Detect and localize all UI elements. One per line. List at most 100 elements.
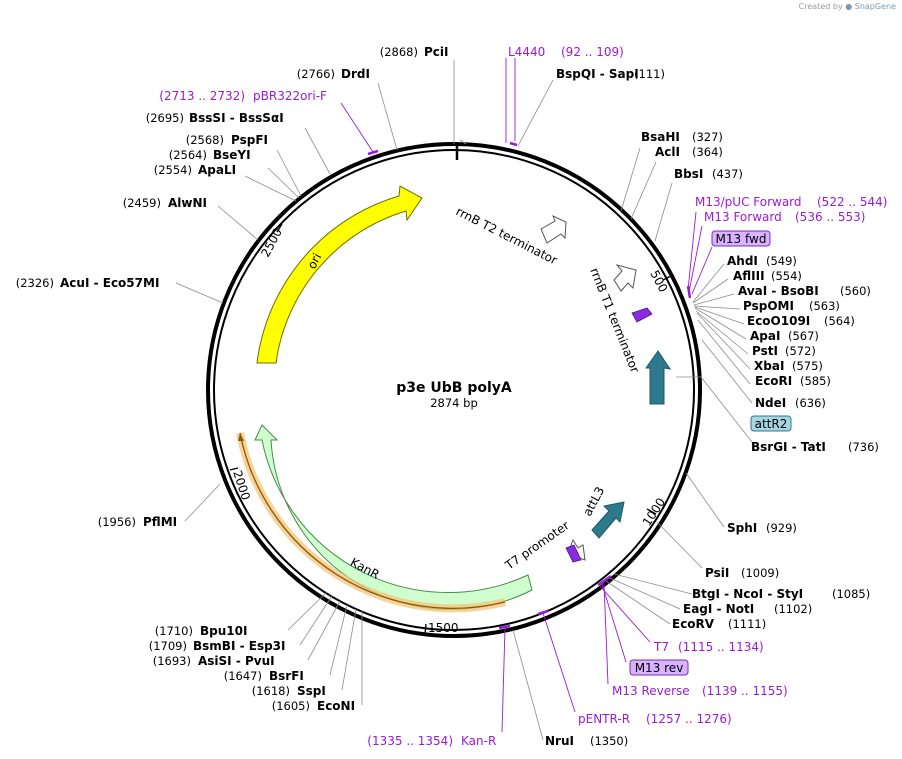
site-bpu10i[interactable]: (1710)Bpu10I [155,624,248,638]
svg-text:(564): (564) [824,314,855,328]
primer-t7[interactable]: T7(1115 .. 1134) [653,640,764,654]
primer-arc-l4440 [509,141,518,147]
svg-text:500: 500 [647,268,670,295]
svg-text:SphI: SphI [727,521,757,535]
svg-text:AsiSI - PvuI: AsiSI - PvuI [198,654,275,668]
svg-text:(2766): (2766) [297,67,335,81]
feature-rrnb-t2[interactable] [540,215,567,244]
site-bsrfi[interactable]: (1647)BsrFI [224,669,304,683]
svg-text:(437): (437) [712,167,743,181]
svg-text:M13 fwd: M13 fwd [716,232,767,246]
svg-text:PstI: PstI [752,344,778,358]
svg-text:1500: 1500 [428,621,459,635]
primer-kan-r[interactable]: (1335 .. 1354) Kan-R [367,734,496,748]
label-box-m13fwd[interactable]: M13 fwd [711,230,771,247]
svg-text:(575): (575) [792,359,823,373]
plasmid-length: 2874 bp [430,396,478,410]
site-apali[interactable]: (2554)ApaLI [154,163,236,177]
feature-attr2[interactable] [645,350,672,405]
svg-text:BsrGI - TatI: BsrGI - TatI [751,440,826,454]
site-bsmbi[interactable]: (1709)BsmBI - Esp3I [149,639,286,653]
site-sspi[interactable]: (1618)SspI [252,684,326,698]
svg-text:(1693): (1693) [153,654,191,668]
primer-m13-reverse[interactable]: M13 Reverse(1139 .. 1155) [612,684,788,698]
site-btgi[interactable]: BtgI - NcoI - StyI(1085) [692,587,870,601]
primer-l4440[interactable]: L4440(92 .. 109) [508,45,624,59]
feature-rrnb-t1[interactable] [613,264,637,292]
svg-text:(736): (736) [848,440,879,454]
svg-text:BsrFI: BsrFI [269,669,304,683]
primer-pbr322ori-f[interactable]: (2713 .. 2732)pBR322ori-F [159,89,327,103]
svg-text:M13 Forward: M13 Forward [704,210,782,224]
label-box-m13rev[interactable]: M13 rev [629,659,689,676]
site-psti[interactable]: PstI (572) [752,344,816,358]
svg-text:(2868): (2868) [380,45,418,59]
svg-text:ApaI: ApaI [750,329,780,343]
svg-text:NruI: NruI [545,734,574,748]
primer-m13-forward[interactable]: M13 Forward (536 .. 553) [704,210,865,224]
feature-ori-label: ori [305,251,325,271]
site-eco0109i[interactable]: EcoO109I(564) [747,314,855,328]
svg-text:(536 .. 553): (536 .. 553) [795,210,865,224]
site-asisi[interactable]: (1693) AsiSI - PvuI [153,654,275,668]
site-drdi[interactable]: (2766)DrdI [297,67,370,81]
primer-arc-pbr322 [367,149,379,156]
site-pspfi[interactable]: (2568)PspFI [186,133,268,147]
svg-text:Kan-R: Kan-R [461,734,496,748]
site-acli[interactable]: AclI(364) [655,145,723,159]
site-bsssi[interactable]: (2695) BssSI - BssSαI [146,111,284,125]
site-eagi[interactable]: EagI - NotI(1102) [683,602,812,616]
site-ahdi[interactable]: AhdI(549) [727,254,797,268]
site-pflmi[interactable]: (1956)PflMI [98,515,177,529]
svg-text:(563): (563) [809,299,840,313]
site-ecorv[interactable]: EcoRV(1111) [672,617,766,631]
site-econi[interactable]: (1605)EcoNI [272,699,355,713]
site-xbai[interactable]: XbaI(575) [754,359,823,373]
svg-text:M13 Reverse: M13 Reverse [612,684,690,698]
svg-text:AvaI - BsoBI: AvaI - BsoBI [738,284,819,298]
site-bspqi[interactable]: BspQI - SapI(111) [556,67,665,81]
site-psii[interactable]: PsiI(1009) [705,566,779,580]
feature-ori[interactable] [256,185,423,364]
site-nrui[interactable]: NruI(1350) [545,734,628,748]
site-avai[interactable]: AvaI - BsoBI (560) [738,284,871,298]
svg-text:(111): (111) [634,67,665,81]
site-acui[interactable]: (2326)AcuI - Eco57MI [16,276,160,290]
svg-text:M13 rev: M13 rev [635,661,684,675]
svg-text:(572): (572) [785,344,816,358]
site-alwni[interactable]: (2459)AlwNI [123,196,207,210]
svg-text:PflMI: PflMI [143,515,177,529]
svg-text:(560): (560) [840,284,871,298]
svg-text:(1335 .. 1354): (1335 .. 1354) [367,734,453,748]
svg-text:PsiI: PsiI [705,566,729,580]
primer-m13puc-forward[interactable]: M13/pUC Forward(522 .. 544) [695,195,887,209]
site-pspomi[interactable]: PspOMI(563) [743,299,840,313]
site-bsrgi[interactable]: BsrGI - TatI (736) [751,440,879,454]
site-afliii[interactable]: AflIII(554) [733,269,802,283]
svg-text:(327): (327) [692,130,723,144]
svg-text:BsaHI: BsaHI [641,130,680,144]
site-apai[interactable]: ApaI(567) [750,329,819,343]
svg-text:BspQI - SapI: BspQI - SapI [556,67,639,81]
site-bseyi[interactable]: (2564)BseYI [169,148,251,162]
feature-kanr[interactable] [254,424,533,610]
svg-text:(2695): (2695) [146,111,184,125]
site-sphi[interactable]: SphI (929) [727,521,797,535]
watermark: Created by ● SnapGene [799,2,896,11]
svg-text:(1618): (1618) [252,684,290,698]
site-ecori[interactable]: EcoRI(585) [755,374,831,388]
watermark-brand: SnapGene [854,2,896,11]
label-box-attr2[interactable]: attR2 [750,415,792,432]
site-bsahi[interactable]: BsaHI (327) [641,130,723,144]
feature-attl3[interactable] [591,501,625,539]
site-pcii[interactable]: (2868)PciI [380,45,449,59]
snapgene-logo-icon: ● [845,2,853,11]
feature-attl3-label: attL3 [580,484,607,518]
svg-text:(929): (929) [766,521,797,535]
site-bbsi[interactable]: BbsI(437) [674,167,743,181]
primer-pentr-r[interactable]: pENTR-R(1257 .. 1276) [578,712,732,726]
svg-text:(2564): (2564) [169,148,207,162]
svg-text:BssSI - BssSαI: BssSI - BssSαI [189,111,284,125]
site-ndei[interactable]: NdeI(636) [755,396,826,410]
